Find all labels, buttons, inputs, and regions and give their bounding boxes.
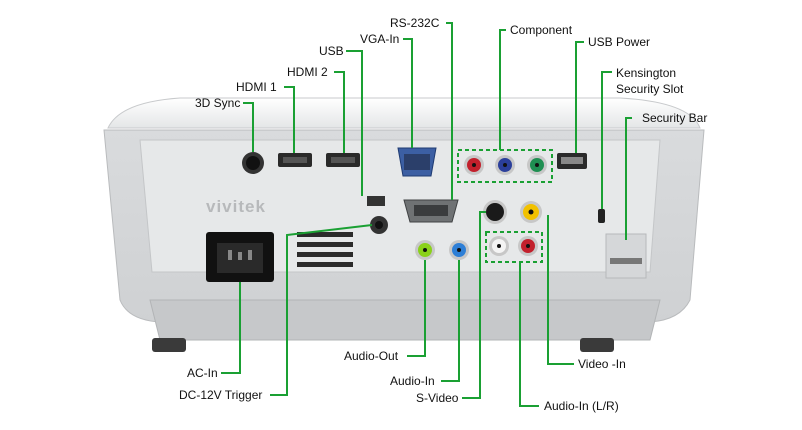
callout-audio-in-lr: Audio-In (L/R) [544, 399, 619, 413]
security-bar [605, 233, 647, 279]
callout-hdmi1: HDMI 1 [236, 80, 277, 94]
callout-audio-in: Audio-In [390, 374, 435, 388]
callout-rs232c: RS-232C [390, 16, 440, 30]
audio-out-port [415, 240, 435, 260]
usb-power-port [557, 153, 587, 169]
hdmi1-port [278, 153, 312, 167]
left-foot [152, 338, 186, 352]
callout-dc12v-trigger: DC-12V Trigger [179, 388, 263, 402]
callout-kensington: Kensington [616, 66, 677, 80]
right-foot [580, 338, 614, 352]
usb-port [367, 196, 385, 206]
callout-vga-in: VGA-In [360, 32, 400, 46]
audio-in-port [449, 240, 469, 260]
callout-svideo: S-Video [416, 391, 459, 405]
callout-video-in: Video -In [578, 357, 626, 371]
vga-port [397, 147, 437, 177]
callout-usb-power: USB Power [588, 35, 651, 49]
video-in-port [520, 201, 542, 223]
callout-lines [221, 22, 632, 407]
vent-grille [297, 232, 353, 267]
kensington-slot [598, 209, 605, 223]
component-ports [464, 155, 547, 175]
callout-audio-out: Audio-Out [344, 349, 399, 363]
rs232-port [403, 199, 459, 223]
callout-3d-sync: 3D Sync [195, 96, 241, 110]
svideo-port [483, 200, 507, 224]
dc-trigger-port [370, 216, 388, 234]
callout-ac-in: AC-In [187, 366, 218, 380]
ac-inlet [206, 232, 274, 282]
audio-lr-group-box [485, 231, 543, 263]
callout-component: Component [510, 23, 573, 37]
brand-logo: vivitek [206, 197, 266, 216]
callout-usb: USB [319, 44, 344, 58]
hdmi2-port [326, 153, 360, 167]
callout-hdmi2: HDMI 2 [287, 65, 328, 79]
callout-kensington-2: Security Slot [616, 82, 684, 96]
3d-sync-port [242, 152, 264, 174]
audio-lr-ports [489, 236, 538, 256]
callout-security-bar: Security Bar [642, 111, 708, 125]
